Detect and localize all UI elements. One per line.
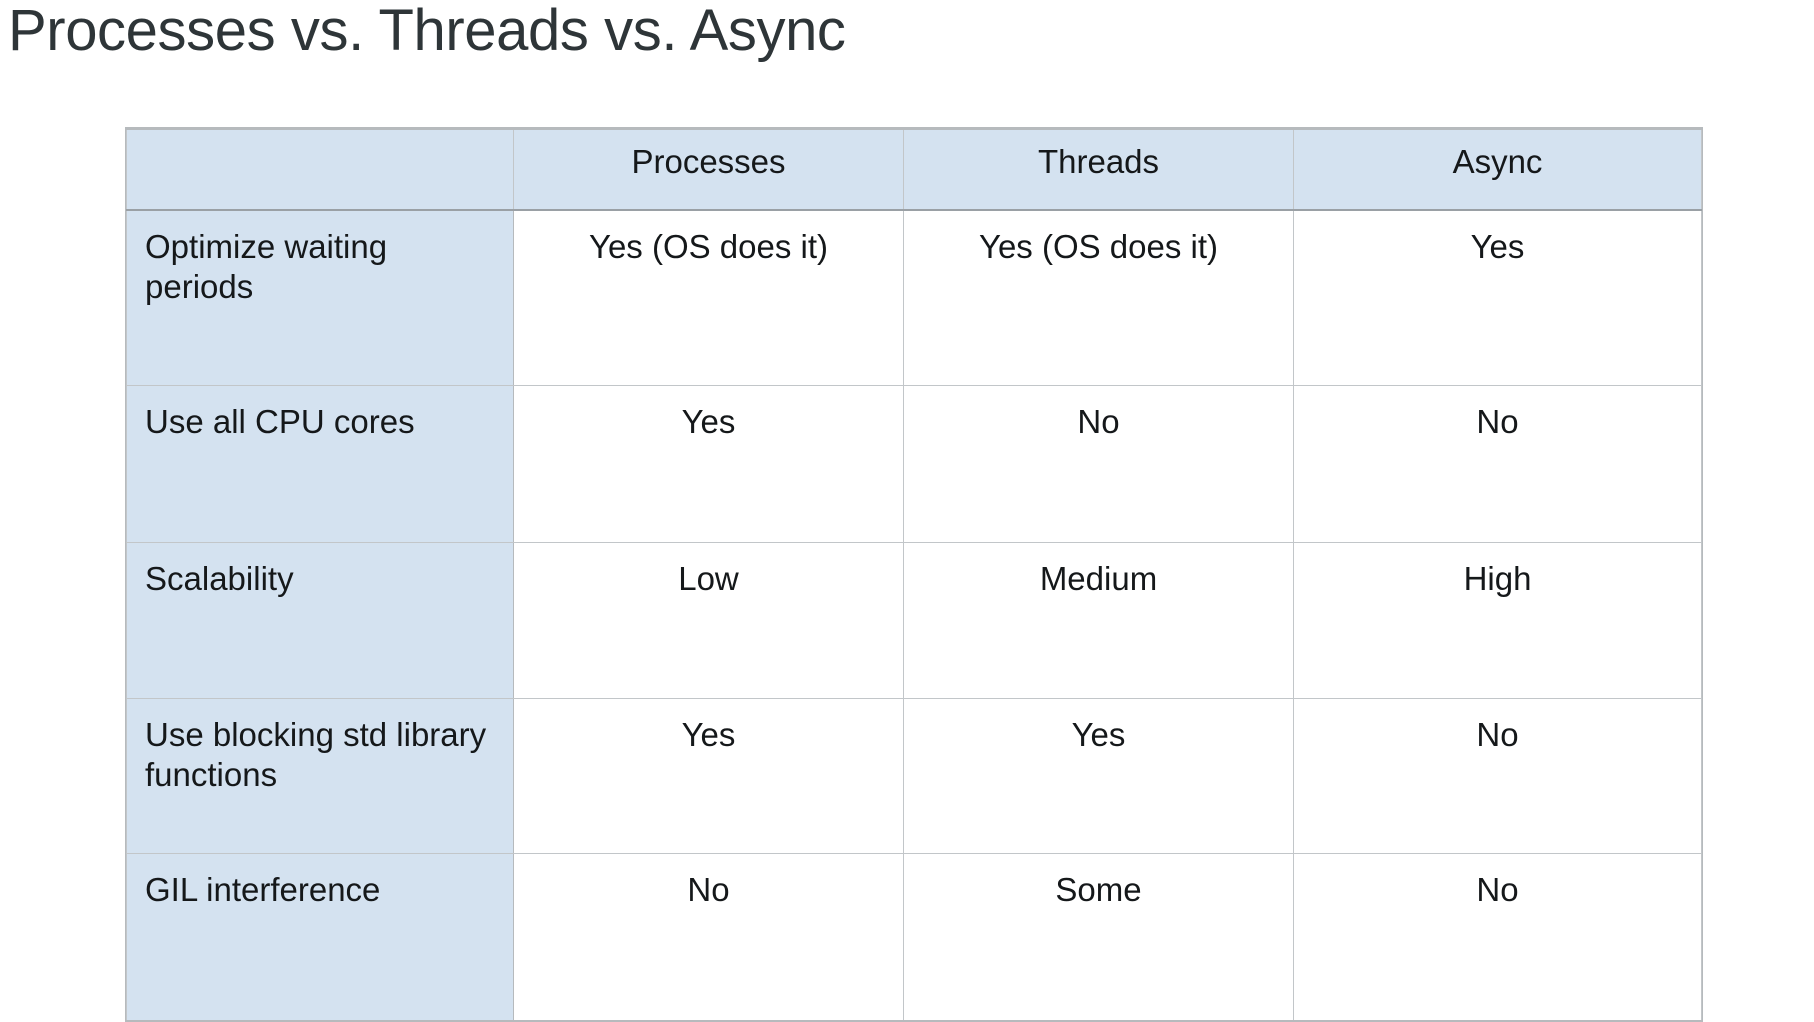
cell-gil-interference-threads: Some [903,853,1294,1022]
cell-use-blocking-std-library-functions-threads: Yes [903,698,1294,854]
row-label-scalability: Scalability [126,542,514,699]
row-label-use-all-cpu-cores: Use all CPU cores [126,385,514,543]
column-header-async: Async [1293,128,1702,211]
cell-optimize-waiting-periods-threads: Yes (OS does it) [903,209,1294,386]
table-header: Processes Threads Async [126,128,1702,211]
cell-use-blocking-std-library-functions-async: No [1293,698,1702,854]
column-header-processes: Processes [513,128,904,211]
cell-scalability-async: High [1293,542,1702,699]
cell-use-blocking-std-library-functions-processes: Yes [513,698,904,854]
table-row: Use all CPU cores Yes No No [126,385,1702,543]
page-title: Processes vs. Threads vs. Async [8,0,846,63]
cell-optimize-waiting-periods-async: Yes [1293,209,1702,386]
cell-scalability-threads: Medium [903,542,1294,699]
cell-scalability-processes: Low [513,542,904,699]
row-label-use-blocking-std-library-functions: Use blocking std library functions [126,698,514,854]
table-body: Optimize waiting periods Yes (OS does it… [126,209,1702,1022]
column-header-threads: Threads [903,128,1294,211]
table-header-row: Processes Threads Async [126,128,1702,211]
table-corner-cell [126,128,514,211]
cell-use-all-cpu-cores-async: No [1293,385,1702,543]
cell-optimize-waiting-periods-processes: Yes (OS does it) [513,209,904,386]
row-label-gil-interference: GIL interference [126,853,514,1022]
table-row: GIL interference No Some No [126,853,1702,1022]
table-row: Optimize waiting periods Yes (OS does it… [126,209,1702,386]
cell-use-all-cpu-cores-threads: No [903,385,1294,543]
cell-gil-interference-async: No [1293,853,1702,1022]
table-row: Use blocking std library functions Yes Y… [126,698,1702,854]
comparison-table: Processes Threads Async Optimize waiting… [126,128,1702,1022]
table-row: Scalability Low Medium High [126,542,1702,699]
row-label-optimize-waiting-periods: Optimize waiting periods [126,209,514,386]
cell-gil-interference-processes: No [513,853,904,1022]
comparison-table-container: Processes Threads Async Optimize waiting… [126,128,1702,1022]
cell-use-all-cpu-cores-processes: Yes [513,385,904,543]
slide-canvas: Processes vs. Threads vs. Async Processe… [8,0,1702,1022]
